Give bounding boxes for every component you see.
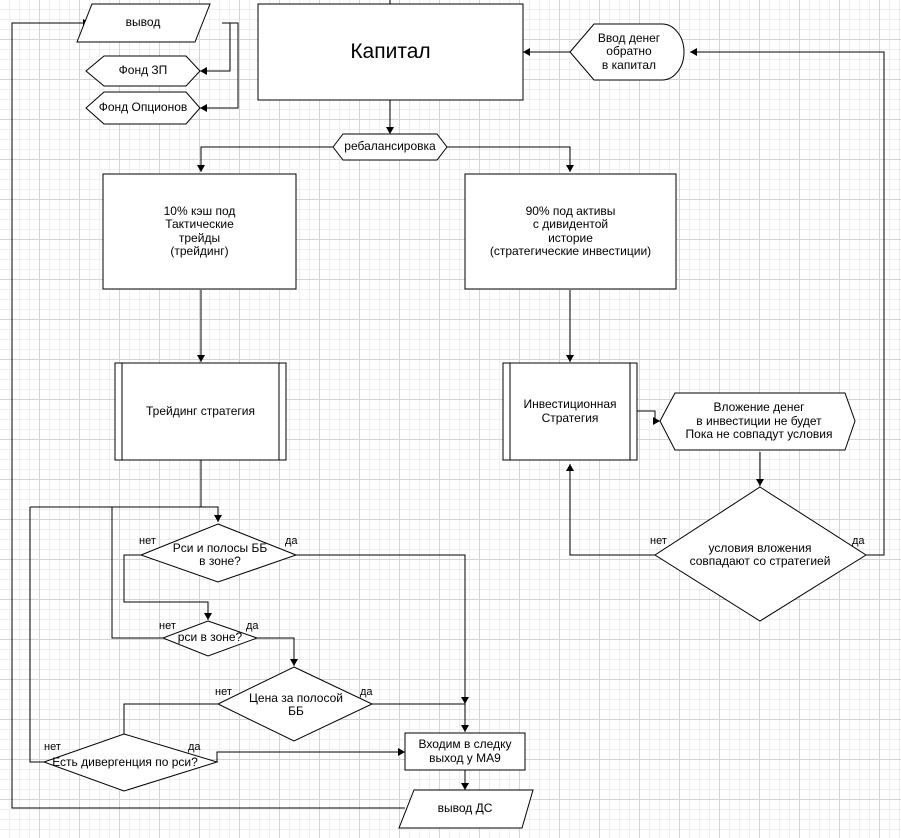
rsi-decision-shape <box>161 620 259 657</box>
rsi-decision-label: рси в зоне? <box>177 630 243 645</box>
trading-strategy-label: Трейдинг стратегия <box>146 403 255 418</box>
rebalance-shape <box>332 133 448 161</box>
price-bb-decision-label: Цена за полосой ББ <box>249 690 343 718</box>
investment-strategy-label: Инвестиционная Стратегия <box>523 397 617 425</box>
divergence-decision-shape <box>42 733 219 792</box>
capital-label: Капитал <box>350 40 431 64</box>
withdrawal-top-shape <box>76 3 211 43</box>
options-fund-label: Фонд Опционов <box>98 100 188 115</box>
flowchart-shapes <box>42 3 867 829</box>
match-decision-shape <box>654 486 867 622</box>
price-bb-decision-shape <box>216 666 374 742</box>
withdraw-ds-shape <box>398 789 534 829</box>
strategic-box <box>464 173 677 290</box>
withdrawal-top-label: вывод <box>125 15 161 30</box>
price-bb-no-tag: нет <box>215 686 232 698</box>
rsi-no-tag: нет <box>159 620 176 632</box>
rsi-yes-tag: да <box>246 620 259 632</box>
rsi-bb-no-tag: нет <box>139 535 156 547</box>
match-no-tag: нет <box>650 535 667 547</box>
match-decision-label: условия вложения совпадают со стратегией <box>689 540 831 568</box>
divergence-yes-tag: да <box>188 741 201 753</box>
salary-fund-shape <box>85 55 201 87</box>
rsi-bb-decision-shape <box>139 523 298 583</box>
no-invest-shape <box>659 392 856 451</box>
divergence-no-tag: нет <box>44 741 61 753</box>
match-yes-tag: да <box>852 535 865 547</box>
rebalance-label: ребалансировка <box>344 139 436 154</box>
strategic-label: 90% под активы с дивидентой историе (стр… <box>489 203 652 258</box>
tactical-label: 10% кэш под Тактические трейды (трейдинг… <box>163 203 236 258</box>
rsi-bb-decision-label: Рси и полосы ББ в зоне? <box>172 540 268 568</box>
tactical-box <box>102 173 297 290</box>
no-invest-label: Вложение денег в инвестиции не будет Пок… <box>685 400 833 442</box>
connector-lines <box>11 0 885 809</box>
options-fund-shape <box>85 91 201 125</box>
investment-strategy-box <box>502 362 638 461</box>
reinvest-label: Ввод денег обратно в капитал <box>597 30 661 72</box>
rsi-bb-yes-tag: да <box>285 535 298 547</box>
trading-strategy-box <box>114 362 287 461</box>
price-bb-yes-tag: да <box>360 686 373 698</box>
capital-box <box>257 3 524 101</box>
enter-trade-box <box>404 732 526 771</box>
connector-arrowheads <box>83 19 764 790</box>
salary-fund-label: Фонд ЗП <box>118 63 168 78</box>
divergence-decision-label: Есть дивергенция по рси? <box>52 755 198 770</box>
enter-trade-label: Входим в следку выход у МА9 <box>418 737 512 765</box>
reinvest-shape <box>569 23 685 81</box>
withdraw-ds-label: вывод ДС <box>437 801 493 816</box>
